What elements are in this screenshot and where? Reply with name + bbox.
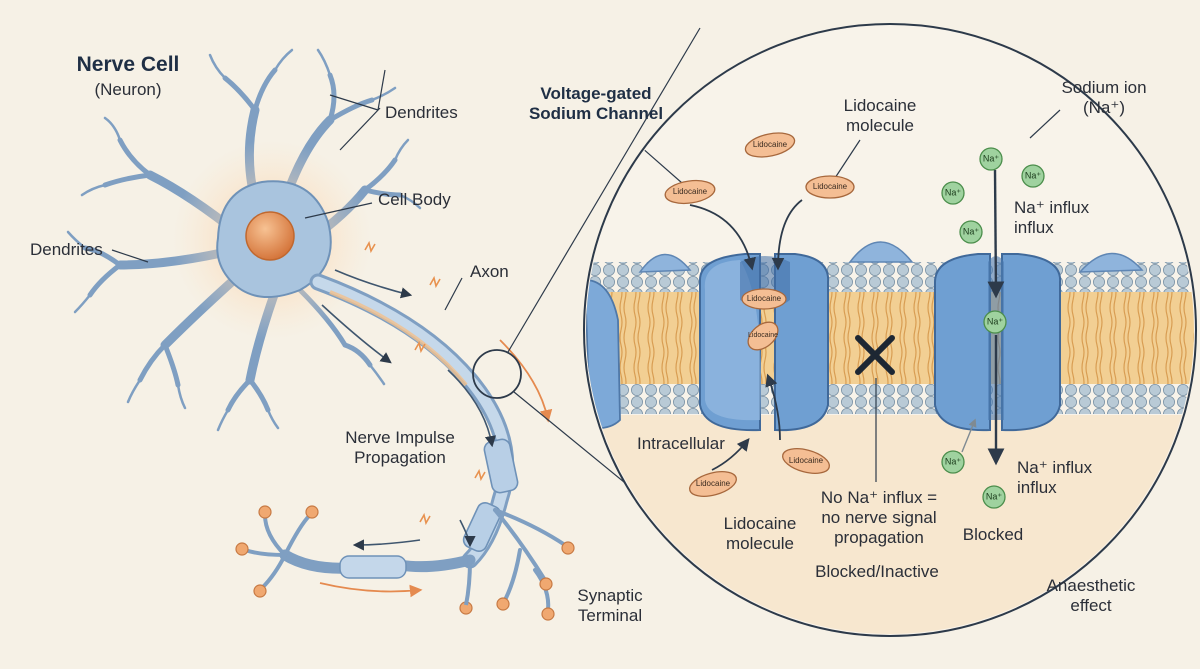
influx-label-top: Na⁺ influx influx — [1014, 198, 1090, 237]
membrane-heads-bottom — [586, 384, 1194, 414]
orange-impulse-arrows — [319, 339, 553, 598]
gray-arrow — [961, 418, 977, 453]
sodium-ion-title: Sodium ion (Na⁺) — [1061, 78, 1147, 117]
dendrites-label-left: Dendrites — [30, 240, 103, 259]
nerve-cell-title: Nerve Cell — [76, 53, 180, 76]
sodium-ion-label: Na⁺ — [985, 491, 1003, 502]
nucleus — [245, 211, 295, 261]
neuron-illustration — [66, 27, 791, 621]
no-influx-label: No Na⁺ influx = no nerve signal propagat… — [820, 488, 938, 547]
cell-body-label: Cell Body — [378, 190, 451, 209]
sodium-ion-label: Na⁺ — [982, 153, 1000, 164]
lidocaine-pill-label: Lidocaine — [746, 294, 782, 303]
synaptic-knobs — [235, 505, 575, 621]
sodium-ions — [941, 147, 1045, 509]
lidocaine-pill-label: Lidocaine — [752, 140, 788, 149]
impulse-label: Nerve Impulse Propagation — [345, 428, 455, 467]
synaptic-terminal-label: Synaptic Terminal — [577, 586, 643, 625]
impulse-arrows — [321, 269, 496, 551]
neuron-leader-lines — [111, 69, 463, 311]
lidocaine-pill-label: Lidocaine — [812, 182, 848, 191]
anaesthetic-effect-label: Anaesthetic effect — [1046, 576, 1136, 615]
lidocaine-pill-label: Lidocaine — [748, 332, 778, 339]
channel-title: Voltage-gated Sodium Channel — [528, 84, 664, 123]
blocked-label: Blocked — [962, 525, 1024, 544]
lidocaine-pill-label: Lidocaine — [672, 187, 708, 196]
lidocaine-molecule-label-bottom: Lidocaine molecule — [723, 514, 797, 553]
sodium-ion-label: Na⁺ — [944, 456, 962, 467]
myelin-segment-lower — [339, 555, 407, 579]
sodium-ion-label: Na⁺ — [1024, 170, 1042, 181]
open-channel — [934, 253, 1062, 432]
zoom-contents — [586, 26, 1194, 634]
impulse-sparks — [364, 240, 486, 526]
blocked-inactive-label: Blocked/Inactive — [815, 562, 939, 581]
dendrites-label-top: Dendrites — [385, 103, 458, 122]
sodium-ion-label: Na⁺ — [986, 316, 1004, 327]
block-x-icon — [855, 335, 895, 375]
axon-highlight — [329, 290, 468, 387]
lidocaine-molecules — [664, 132, 855, 497]
zoom-ring — [472, 349, 522, 399]
lidocaine-molecule-label-top: Lidocaine molecule — [843, 96, 917, 135]
myelin-sheath — [462, 438, 519, 552]
sodium-ion-label: Na⁺ — [944, 187, 962, 198]
influx-label-bottom: Na⁺ influx influx — [1017, 458, 1093, 497]
lidocaine-pill-label: Lidocaine — [695, 479, 731, 488]
blocked-channel — [699, 253, 830, 432]
zoom-arrows — [689, 169, 1005, 471]
nerve-cell-subtitle: (Neuron) — [94, 80, 162, 99]
intracellular-label: Intracellular — [637, 434, 725, 453]
axon-label: Axon — [470, 262, 509, 281]
sodium-ion-label: Na⁺ — [962, 226, 980, 237]
zoom-line-top — [507, 27, 701, 353]
lidocaine-pill-label: Lidocaine — [788, 456, 824, 465]
